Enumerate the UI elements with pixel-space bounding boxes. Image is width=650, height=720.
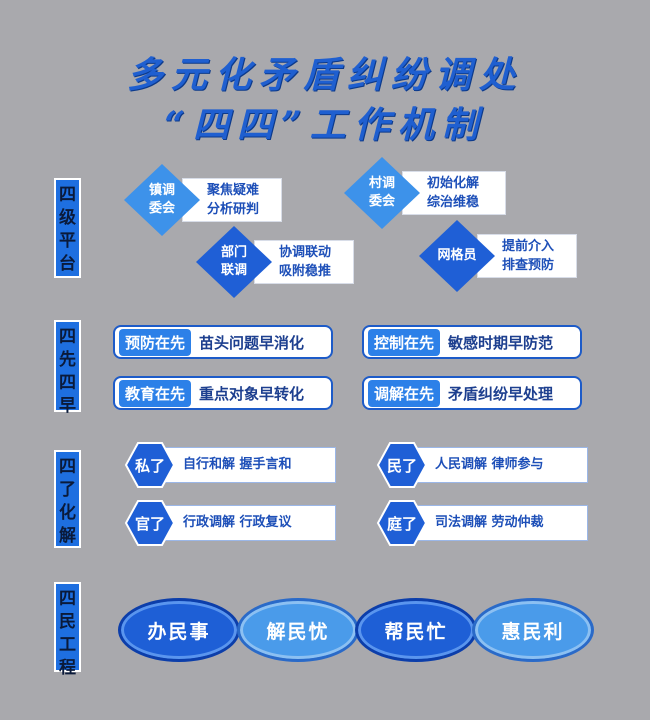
diamond-shape-icon: [419, 220, 495, 292]
four-first-item: 预防在先 苗头问题早消化: [113, 325, 333, 359]
resolve-tag: 民了: [386, 456, 417, 475]
resolve-item: 行政调解 行政复议 官了: [124, 500, 336, 546]
platform-diamond: 村调委会: [342, 155, 422, 231]
resolve-tag: 官了: [134, 514, 165, 533]
platform-item-text-1: 初始化解: [427, 176, 480, 191]
platform-tag-2: 联调: [220, 263, 247, 278]
resolve-item: 司法调解 劳动仲裁 庭了: [376, 500, 588, 546]
diamond-shape-icon: [124, 164, 200, 236]
platform-diamond: 网格员: [417, 218, 497, 294]
resolve-text: 人民调解 律师参与: [406, 447, 588, 483]
people-oval: 解民忧: [237, 598, 359, 662]
hexagon-shape-icon: [124, 500, 176, 546]
platform-tag-2: 委会: [368, 194, 395, 209]
resolve-hexagon: 庭了: [376, 499, 428, 547]
resolve-hexagon: 官了: [124, 499, 176, 547]
four-first-item: 调解在先 矛盾纠纷早处理: [362, 376, 582, 410]
platform-tag-2: 委会: [148, 201, 175, 216]
four-first-tag: 调解在先: [368, 379, 441, 407]
platform-diamond: 部门联调: [194, 224, 274, 300]
hexagon-shape-icon: [124, 442, 176, 488]
section-label-resolve: 四了化解: [54, 450, 81, 548]
platform-item-text-2: 综治维稳: [427, 195, 480, 210]
platform-item-text-2: 分析研判: [207, 202, 260, 217]
title-line-1: 多元化矛盾纠纷调处: [126, 54, 523, 96]
hexagon-shape-icon: [376, 442, 428, 488]
people-oval: 办民事: [118, 598, 240, 662]
resolve-tag: 私了: [134, 456, 165, 475]
four-first-text: 矛盾纠纷早处理: [448, 384, 554, 403]
resolve-item: 自行和解 握手言和 私了: [124, 442, 336, 488]
resolve-text: 自行和解 握手言和: [154, 447, 336, 483]
people-oval: 惠民利: [472, 598, 594, 662]
platform-tag-1: 部门: [220, 245, 247, 260]
resolve-text: 行政调解 行政复议: [154, 505, 336, 541]
platform-item-text-2: 排查预防: [502, 258, 555, 273]
platform-item-box: 提前介入 排查预防: [477, 234, 577, 278]
four-first-item: 教育在先 重点对象早转化: [113, 376, 333, 410]
diamond-shape-icon: [344, 157, 420, 229]
four-first-item: 控制在先 敏感时期早防范: [362, 325, 582, 359]
platform-item-text-1: 提前介入: [502, 239, 555, 254]
hexagon-shape-icon: [376, 500, 428, 546]
four-first-text: 苗头问题早消化: [199, 333, 305, 352]
resolve-tag: 庭了: [386, 514, 417, 533]
four-first-tag: 控制在先: [368, 328, 441, 356]
resolve-item: 人民调解 律师参与 民了: [376, 442, 588, 488]
section-label-people: 四民工程: [54, 582, 81, 678]
four-first-tag: 预防在先: [119, 328, 192, 356]
four-first-text: 敏感时期早防范: [448, 333, 554, 352]
resolve-text: 司法调解 劳动仲裁: [406, 505, 588, 541]
four-first-text: 重点对象早转化: [199, 384, 305, 403]
platform-tag-1: 镇调: [148, 183, 175, 198]
section-label-resolve-text: 四了化解: [59, 457, 76, 546]
platform-tag-1: 村调: [368, 176, 395, 191]
four-first-tag: 教育在先: [119, 379, 192, 407]
platform-item-text-2: 吸附稳推: [279, 264, 332, 279]
resolve-hexagon: 私了: [124, 441, 176, 489]
section-label-platform: 四级平台: [54, 178, 81, 278]
section-label-four-first: 四先四早: [54, 320, 81, 416]
platform-diamond: 镇调委会: [122, 162, 202, 238]
resolve-hexagon: 民了: [376, 441, 428, 489]
people-oval: 帮民忙: [355, 598, 477, 662]
diamond-shape-icon: [196, 226, 272, 298]
title-line-2: “四四”工作机制: [164, 104, 486, 146]
platform-item-text-1: 聚焦疑难: [207, 183, 260, 198]
section-label-four-first-text: 四先四早: [59, 327, 76, 416]
section-label-people-text: 四民工程: [59, 589, 76, 678]
section-label-platform-text: 四级平台: [59, 185, 76, 274]
platform-tag-1: 网格员: [437, 248, 477, 263]
platform-item-box: 协调联动 吸附稳推: [254, 240, 354, 284]
platform-item-text-1: 协调联动: [279, 245, 332, 260]
